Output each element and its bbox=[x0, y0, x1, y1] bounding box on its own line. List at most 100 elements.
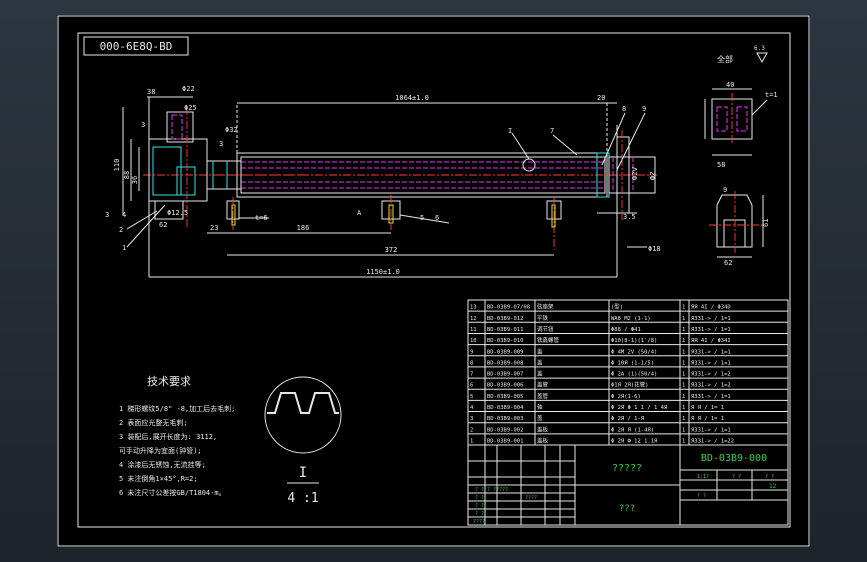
bom-cell-note: ЯЗ31-> / 1=1 bbox=[691, 394, 731, 400]
svg-text:? ?: ? ? bbox=[697, 493, 706, 499]
svg-text:1150±1.0: 1150±1.0 bbox=[366, 268, 400, 276]
tech-note: 5 未注倒角1×45°,R=2; bbox=[119, 474, 198, 483]
svg-text:5: 5 bbox=[420, 214, 424, 222]
bom-cell-no: 1 bbox=[470, 439, 473, 445]
bom-cell-spec: Φ 4M 2V (50/4) bbox=[611, 349, 657, 355]
bom-cell-code: BD-03B9-005 bbox=[487, 394, 523, 400]
main-view: I Ф2Ⅴ ФΖ 1064±1.0 20 1150±1.0 372 186 bbox=[105, 85, 661, 278]
bom-cell-no: 4 bbox=[470, 405, 474, 411]
svg-text:ФΖ: ФΖ bbox=[649, 172, 657, 180]
bom-cell-qty: 1 bbox=[682, 427, 685, 433]
bom-cell-note: Я Я / 1= 1 bbox=[691, 405, 724, 411]
crank-housing bbox=[166, 111, 194, 143]
svg-text:23: 23 bbox=[210, 224, 218, 232]
left-foot bbox=[154, 200, 184, 220]
bom-cell-note: ЯЯ 4I / ΦЗ4I bbox=[691, 338, 731, 344]
bom-cell-code: BD-03B9-007 bbox=[487, 372, 523, 378]
bom-cell-name: 盖 bbox=[537, 347, 543, 355]
drawing-name: ??? bbox=[619, 504, 635, 514]
svg-text:9: 9 bbox=[642, 105, 646, 113]
bom-cell-no: 8 bbox=[470, 360, 473, 366]
all-label: 全部 bbox=[717, 54, 733, 64]
bom-cell-spec: Φ 2Я Φ 1 1 / 1 4Я bbox=[611, 405, 668, 411]
sheet-number: 12 bbox=[769, 483, 777, 490]
bom-cell-qty: 1 bbox=[682, 305, 685, 311]
svg-text:36: 36 bbox=[131, 176, 139, 184]
svg-text:Φ12.5: Φ12.5 bbox=[167, 209, 188, 217]
svg-text:Φ22: Φ22 bbox=[182, 85, 195, 93]
bom-cell-qty: 1 bbox=[682, 372, 685, 378]
gear-box bbox=[176, 166, 196, 196]
svg-text:????: ???? bbox=[473, 519, 485, 525]
thread-profile bbox=[267, 392, 339, 414]
bom-cell-qty: 1 bbox=[682, 416, 685, 422]
bom-cell-name: 盖 bbox=[537, 358, 543, 366]
end-view-bottom bbox=[716, 194, 753, 248]
bom-cell-no: 11 bbox=[470, 327, 477, 333]
svg-text:Φ25: Φ25 bbox=[184, 104, 197, 112]
tech-note: 6 未注尺寸公差按GB/T1804-m。 bbox=[119, 488, 226, 497]
bom-cell-code: BD-03B9-010 bbox=[487, 338, 523, 344]
svg-text:372: 372 bbox=[385, 246, 398, 254]
bom-cell-name: 铁鑫螺管 bbox=[537, 336, 560, 344]
motor-block bbox=[152, 146, 182, 196]
left-housing bbox=[148, 138, 208, 202]
tech-note: 3 装配后,展开长度为: 3112, bbox=[119, 432, 217, 441]
svg-text:? ?: ? ? bbox=[765, 474, 774, 480]
bom-cell-name: 盖管 bbox=[537, 392, 549, 400]
svg-text:3: 3 bbox=[219, 140, 223, 148]
svg-text:1: 1 bbox=[122, 244, 126, 252]
svg-text:? ?: ? ? bbox=[475, 495, 484, 501]
tech-note: 2 表面应光整无毛刺; bbox=[119, 418, 188, 427]
svg-text:6.3: 6.3 bbox=[754, 45, 765, 52]
svg-text:40: 40 bbox=[726, 81, 734, 89]
bom-cell-qty: 1 bbox=[682, 360, 685, 366]
bom-cell-spec: Φ 2Я / 1-Я bbox=[611, 416, 645, 422]
company-name: ????? bbox=[612, 463, 642, 474]
bom-cell-code: BD-03B9-012 bbox=[487, 316, 523, 322]
drawing-sheet: .w{stroke:#e8e8e8;fill:none;stroke-width… bbox=[57, 15, 810, 547]
tech-note: 1 梯形螺纹5/8" -8,加工后去毛刺; bbox=[119, 404, 235, 413]
svg-text:? ?: ? ? bbox=[732, 474, 741, 480]
bom-cell-name: 盖板 bbox=[537, 425, 549, 433]
svg-text:Φ32: Φ32 bbox=[225, 126, 238, 134]
bom-cell-no: 9 bbox=[470, 349, 473, 355]
svg-text:2: 2 bbox=[119, 226, 123, 234]
bom-cell-qty: 1 bbox=[682, 405, 685, 411]
svg-text:3: 3 bbox=[141, 121, 145, 129]
bom-cell-qty: 1 bbox=[682, 394, 685, 400]
svg-text:8: 8 bbox=[622, 105, 626, 113]
svg-text:9: 9 bbox=[723, 186, 727, 194]
outer-frame bbox=[57, 15, 810, 547]
bom-cell-qty: 1 bbox=[682, 439, 685, 445]
svg-text:1064±1.0: 1064±1.0 bbox=[395, 94, 429, 102]
drawing-canvas: .w{stroke:#e8e8e8;fill:none;stroke-width… bbox=[57, 15, 810, 547]
tech-note: 可手动升降为宜面(钟管); bbox=[119, 446, 202, 455]
bom-cell-name: 轴 bbox=[537, 403, 543, 411]
bom-cell-spec: Φ 10Я (1-1/5) bbox=[611, 360, 654, 366]
bom-cell-name: 弦座架 bbox=[537, 303, 554, 311]
bom-cell-note: ЯЗ31-> / 1=1 bbox=[691, 316, 731, 322]
bom-cell-note: ЯЗ31-> / 1=2 bbox=[691, 383, 731, 389]
bom-cell-qty: 1 bbox=[682, 327, 685, 333]
roughness-symbol bbox=[756, 52, 768, 64]
svg-text:88: 88 bbox=[123, 171, 131, 179]
tech-title: 技术要求 bbox=[147, 375, 191, 388]
bom-cell-name: 盖 bbox=[537, 414, 543, 422]
bom-cell-spec: Φ 2Я Я (1-4Я) bbox=[611, 427, 654, 433]
bom-cell-spec: Φ 2Я Ф 12 1.1Я bbox=[611, 439, 658, 445]
bom-cell-no: 2 bbox=[470, 427, 473, 433]
right-end-cap bbox=[608, 156, 656, 194]
detail-I-view: I 4 :1 bbox=[264, 376, 342, 506]
bom-cell-note: ЯЯ 4I / ΦЗ4D bbox=[691, 305, 731, 311]
bom-cell-no: 5 bbox=[470, 394, 473, 400]
bom-cell-qty: 1 bbox=[682, 338, 685, 344]
svg-text:3: 3 bbox=[105, 211, 109, 219]
bom-cell-no: 6 bbox=[470, 383, 473, 389]
bom-cell-no: 10 bbox=[470, 338, 477, 344]
svg-text:4: 4 bbox=[122, 211, 126, 219]
bom-cell-qty: 1 bbox=[682, 349, 685, 355]
bom-cell-note: ЯЗ31-> / 1=1 bbox=[691, 349, 731, 355]
